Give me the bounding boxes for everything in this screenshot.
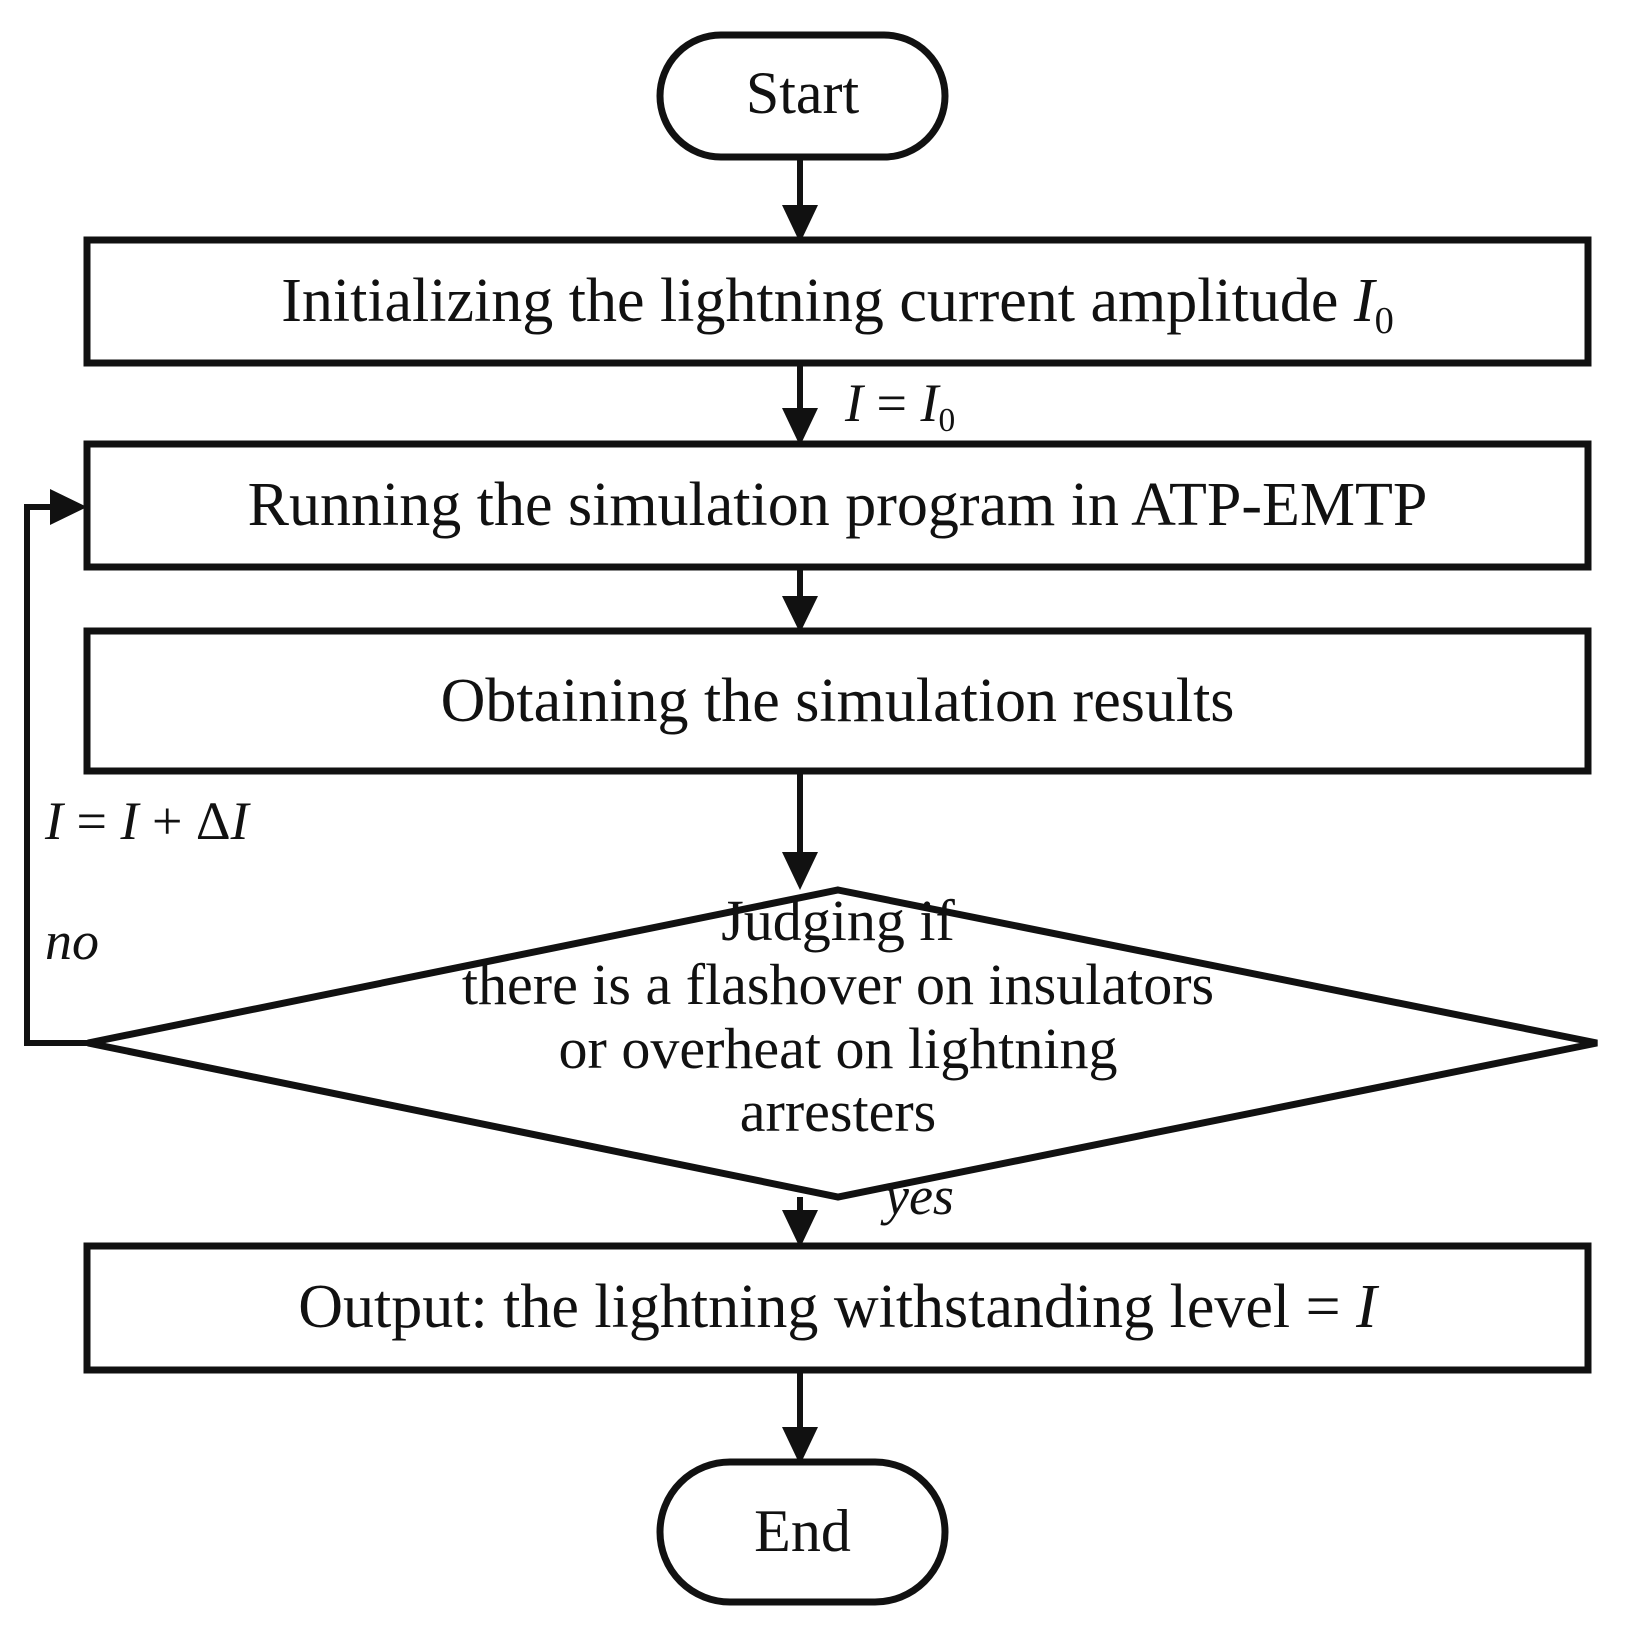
start-terminator-shape[interactable]	[656, 31, 949, 161]
arrowhead-feedback-into-run	[50, 489, 87, 525]
edge-label-i-increment: I = I + ΔI	[45, 790, 249, 852]
edge-label-i0-right: I	[920, 373, 939, 433]
edge-label-i-equals-i0: I = I0	[845, 372, 955, 439]
edge-label-no: no	[45, 911, 99, 971]
arrowhead-obtain-to-decision	[782, 852, 818, 890]
arrowhead-decision-to-output	[782, 1210, 818, 1248]
edge-label-inc-plus: +	[138, 791, 196, 851]
edge-label-inc-deltavar: I	[230, 791, 249, 851]
edge-label-i0-eq: =	[862, 373, 921, 433]
edge-label-yes: yes	[885, 1166, 954, 1226]
edge-label-inc-eq: =	[62, 791, 121, 851]
edge-label-i0-left: I	[845, 373, 863, 433]
edge-label-inc-delta: Δ	[195, 791, 231, 851]
obtain-process-shape[interactable]	[83, 627, 1592, 775]
arrowhead-init-to-run	[782, 408, 818, 446]
run-process-shape[interactable]	[83, 440, 1592, 571]
connector-feedback-no-loop	[24, 504, 88, 1046]
arrowhead-start-to-init	[782, 205, 818, 243]
edge-label-i0-subscript: 0	[938, 402, 956, 440]
decision-diamond-shape[interactable]	[87, 886, 1598, 1201]
end-terminator-shape[interactable]	[656, 1458, 949, 1606]
init-process-shape[interactable]	[83, 236, 1592, 367]
arrowhead-run-to-obtain	[782, 596, 818, 633]
edge-label-inc-mid: I	[120, 791, 139, 851]
output-process-shape[interactable]	[83, 1242, 1592, 1374]
edge-label-inc-left: I	[45, 791, 63, 851]
arrowhead-output-to-end	[782, 1427, 818, 1465]
